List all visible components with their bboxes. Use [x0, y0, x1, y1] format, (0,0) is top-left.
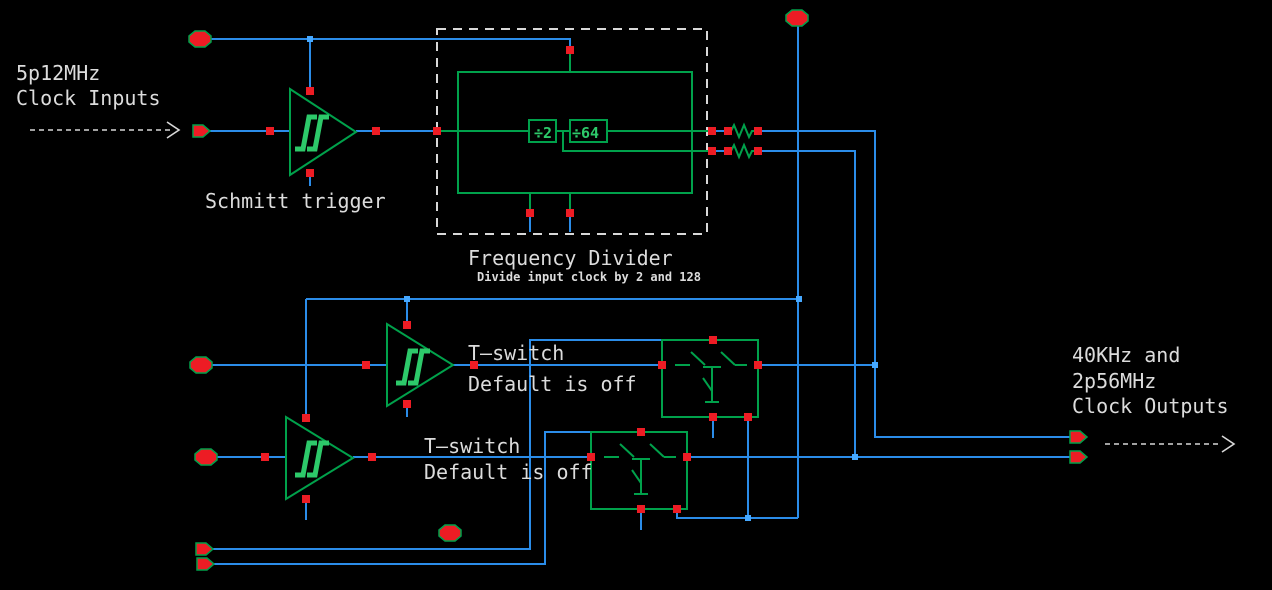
- pin-clock-output-2p56mhz[interactable]: [1069, 450, 1088, 464]
- frequency-divider-internal-wires: [437, 52, 712, 213]
- clock-outputs-label-line2: 2p56MHz: [1072, 369, 1156, 393]
- wire-40khz-output-net[interactable]: [712, 130, 1070, 438]
- wire-tswitch1-control[interactable]: [213, 339, 713, 550]
- schmitt-trigger-label: Schmitt trigger: [205, 189, 386, 213]
- frequency-divider[interactable]: ÷2 ÷64: [436, 28, 712, 235]
- t-switch-2-body[interactable]: [590, 431, 688, 510]
- tswitch2-label-line1: T—switch: [424, 434, 520, 458]
- pin-trigger3-input[interactable]: [194, 448, 218, 466]
- hysteresis-icon: [295, 443, 329, 475]
- frequency-divider-subtitle: Divide input clock by 2 and 128: [477, 270, 701, 284]
- t-switch-2[interactable]: [590, 431, 688, 510]
- frequency-divider-body[interactable]: [457, 71, 693, 194]
- pin-floating[interactable]: [438, 524, 462, 542]
- wire-junctions: [307, 36, 878, 521]
- divide-by-2-label: ÷2: [534, 124, 552, 142]
- wire-top-input-net[interactable]: [205, 38, 571, 91]
- schmitt-trigger-3-body[interactable]: [285, 415, 355, 501]
- tswitch1-label-line1: T—switch: [468, 341, 564, 365]
- t-switch-icon: [674, 351, 748, 403]
- schmitt-trigger-1-body[interactable]: [289, 87, 358, 177]
- divide-by-64-block[interactable]: [569, 119, 608, 143]
- wire-2p56mhz-output-net[interactable]: [687, 150, 1070, 458]
- tswitch1-label-line2: Default is off: [468, 372, 637, 396]
- resistor-2p56mhz[interactable]: [728, 142, 755, 160]
- clock-outputs-label-line1: 40KHz and: [1072, 343, 1180, 367]
- t-switch-icon: [603, 443, 677, 495]
- pin-bottom-control-1[interactable]: [195, 542, 214, 556]
- wire-dangling-stubs[interactable]: [305, 215, 714, 530]
- wire-enable-net[interactable]: [305, 25, 799, 519]
- schmitt-trigger-1[interactable]: [289, 87, 358, 177]
- terminal-squares[interactable]: [261, 46, 762, 513]
- t-switch-1[interactable]: [661, 339, 759, 418]
- input-direction-arrow: [30, 121, 181, 139]
- tswitch2-label-line2: Default is off: [424, 460, 593, 484]
- pin-top-right[interactable]: [785, 9, 809, 27]
- hysteresis-icon: [396, 351, 430, 383]
- pin-top-left[interactable]: [188, 30, 212, 48]
- schmitt-trigger-2[interactable]: [386, 322, 455, 408]
- pin-clock-input[interactable]: [192, 124, 211, 138]
- pin-bottom-control-2[interactable]: [196, 557, 215, 571]
- resistor-40khz[interactable]: [728, 122, 755, 140]
- clock-inputs-label-line2: Clock Inputs: [16, 86, 161, 110]
- schmitt-trigger-3[interactable]: [285, 415, 355, 501]
- frequency-divider-title: Frequency Divider: [468, 246, 673, 270]
- hysteresis-icon: [295, 117, 329, 149]
- pin-trigger2-input[interactable]: [189, 356, 213, 374]
- t-switch-1-body[interactable]: [661, 339, 759, 418]
- schmitt-trigger-2-body[interactable]: [386, 322, 455, 408]
- divide-by-2-block[interactable]: [528, 119, 557, 143]
- output-direction-arrow: [1105, 435, 1236, 453]
- pin-clock-output-40khz[interactable]: [1069, 430, 1088, 444]
- divide-by-64-label: ÷64: [572, 124, 599, 142]
- clock-outputs-label-line3: Clock Outputs: [1072, 394, 1229, 418]
- clock-inputs-label-line1: 5p12MHz: [16, 61, 100, 85]
